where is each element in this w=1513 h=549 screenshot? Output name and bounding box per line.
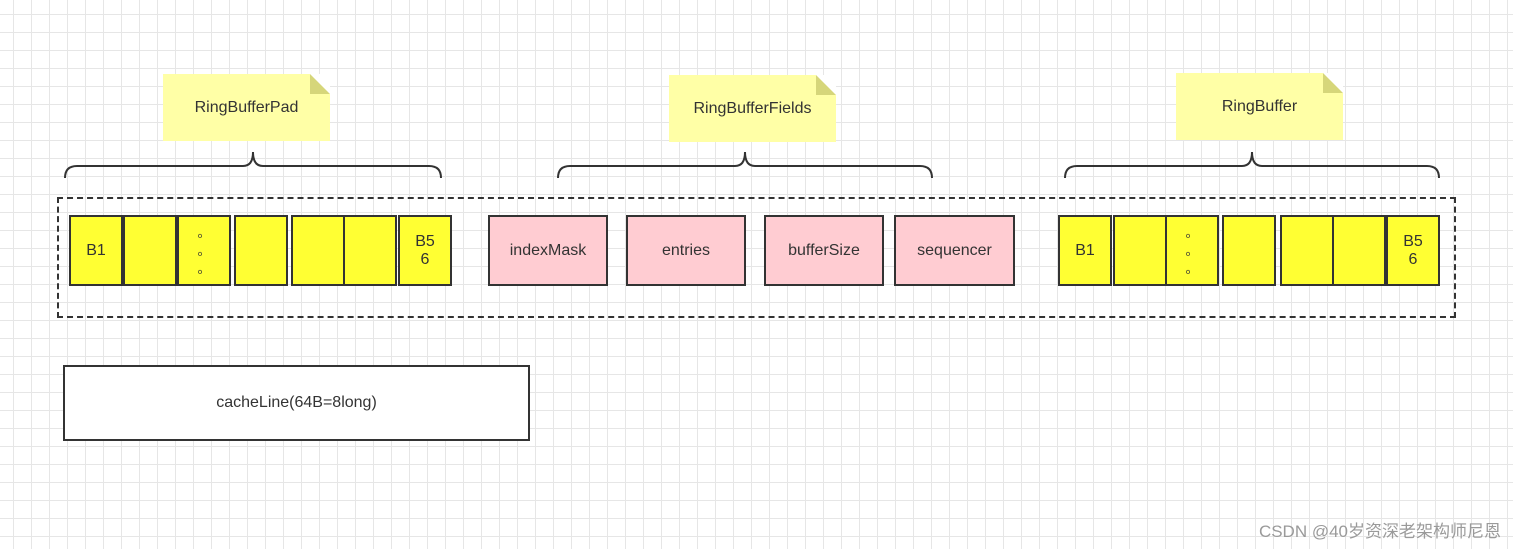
cacheline-label: cacheLine(64B=8long): [216, 394, 377, 411]
field-buffersize: bufferSize: [764, 215, 884, 286]
note-fold: [310, 74, 330, 94]
pad-cell: [1113, 215, 1167, 286]
pad-cell-b56: B5 6: [1386, 215, 1440, 286]
note-ringbufferfields: RingBufferFields: [669, 75, 836, 142]
pad-cell-ellipsis: 。 。 。: [1165, 215, 1219, 286]
note-fold: [1323, 73, 1343, 93]
cell-label: B1: [1075, 241, 1095, 259]
field-sequencer: sequencer: [894, 215, 1015, 286]
cell-label: B5 6: [415, 232, 435, 268]
watermark: CSDN @40岁资深老架构师尼恩: [1258, 522, 1501, 541]
pad-cell-b1: B1: [69, 215, 123, 286]
cell-label: B1: [86, 241, 106, 259]
pad-cell: [123, 215, 177, 286]
field-indexmask: indexMask: [488, 215, 608, 286]
pad-cell-ellipsis: 。 。 。: [177, 215, 231, 286]
pad-cell: [1280, 215, 1334, 286]
note-label: RingBufferFields: [693, 99, 812, 117]
pad-cell: [234, 215, 288, 286]
cacheline-box: cacheLine(64B=8long): [63, 365, 530, 441]
note-ringbuffer: RingBuffer: [1176, 73, 1343, 140]
field-entries: entries: [626, 215, 746, 286]
ringbuffer-container: [57, 197, 1456, 318]
ellipsis-dots: 。 。 。: [1185, 224, 1199, 276]
note-ringbufferpad: RingBufferPad: [163, 74, 330, 141]
pad-cell-b56: B5 6: [398, 215, 452, 286]
pad-cell: [1222, 215, 1276, 286]
note-label: RingBufferPad: [194, 98, 299, 116]
note-label: RingBuffer: [1221, 97, 1298, 115]
pad-cell: [1332, 215, 1386, 286]
ellipsis-dots: 。 。 。: [197, 224, 211, 276]
cell-label: B5 6: [1403, 232, 1423, 268]
note-fold: [816, 75, 836, 95]
brace-ringbufferfields: [557, 151, 933, 179]
brace-ringbuffer: [1064, 151, 1440, 179]
pad-cell: [343, 215, 397, 286]
pad-cell: [291, 215, 345, 286]
brace-ringbufferpad: [64, 151, 442, 179]
pad-cell-b1: B1: [1058, 215, 1112, 286]
